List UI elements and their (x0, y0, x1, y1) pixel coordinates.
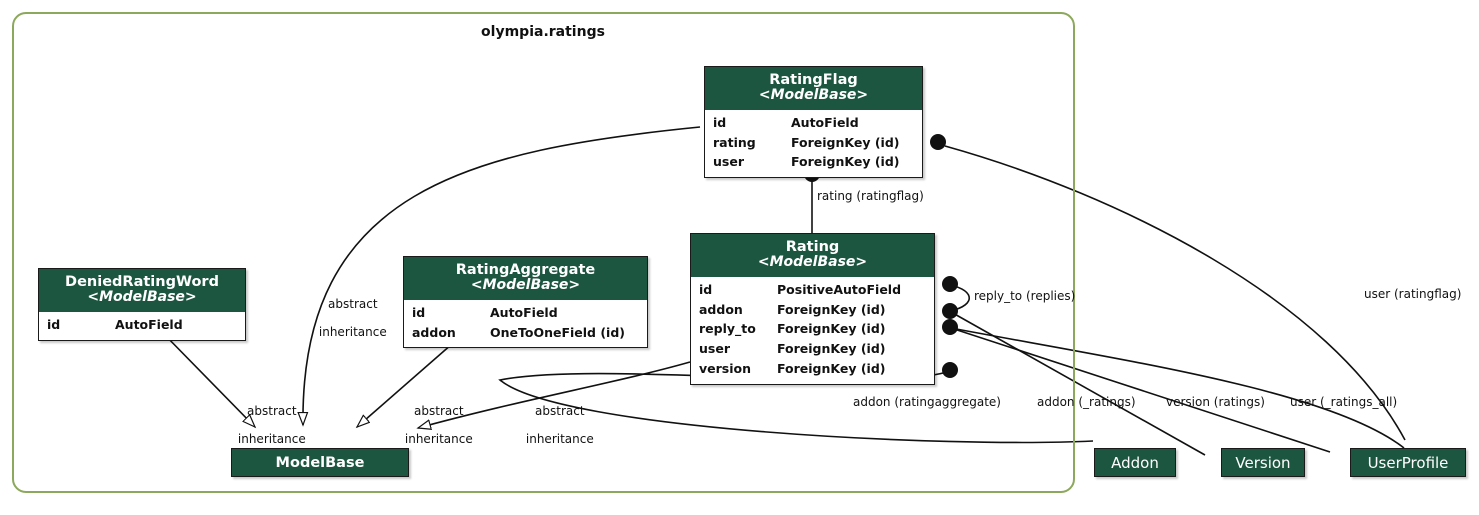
class-ratingflag-header: RatingFlag <ModelBase> (705, 67, 922, 110)
attribute-type: PositiveAutoField (777, 281, 902, 297)
class-modelbase[interactable]: ModelBase (231, 448, 409, 477)
attribute-row: addon ForeignKey (id) (691, 300, 934, 320)
class-ratingflag-name: RatingFlag (769, 72, 858, 88)
edge-inherit-rating (418, 361, 691, 428)
edge-label-user-ratings-all: user (_ratings_all) (1290, 395, 1398, 409)
class-deniedratingword-stereotype: <ModelBase> (87, 289, 197, 306)
class-rating-header: Rating <ModelBase> (691, 234, 934, 277)
inheritance-label-ratingaggregate: abstract inheritance (389, 391, 481, 447)
class-deniedratingword-attributes: id AutoField (39, 311, 245, 340)
attribute-type: ForeignKey (id) (791, 134, 900, 150)
attribute-type: AutoField (791, 114, 859, 130)
edge-version-ratings (950, 327, 1331, 453)
inheritance-label-line1: abstract (535, 403, 585, 418)
attribute-row: addon OneToOneField (id) (404, 323, 647, 343)
attribute-row: reply_to ForeignKey (id) (691, 319, 934, 339)
inheritance-label-line2: inheritance (318, 324, 387, 339)
inheritance-label-line1: abstract (328, 296, 378, 311)
class-ratingaggregate[interactable]: RatingAggregate <ModelBase> id AutoField… (403, 256, 648, 349)
edge-inherit-ratingaggregate (357, 336, 461, 427)
attribute-type: ForeignKey (id) (777, 360, 886, 376)
attribute-name: id (412, 304, 426, 320)
attribute-row: id AutoField (705, 113, 922, 133)
edge-user-ratingflag (944, 145, 1406, 441)
inheritance-label-line2: inheritance (525, 431, 594, 446)
edge-label-user-ratingflag: user (ratingflag) (1364, 287, 1462, 301)
attribute-name: addon (412, 324, 456, 340)
class-rating-stereotype: <ModelBase> (757, 254, 868, 271)
attribute-row: id AutoField (39, 315, 245, 335)
package-frame (12, 12, 1075, 493)
attribute-name: user (713, 154, 744, 170)
attribute-row: id PositiveAutoField (691, 280, 934, 300)
class-ratingaggregate-name: RatingAggregate (455, 262, 596, 278)
attribute-type: ForeignKey (id) (777, 321, 886, 337)
edge-label-reply-to-replies: reply_to (replies) (974, 289, 1076, 303)
attribute-name: user (699, 341, 730, 357)
attribute-type: ForeignKey (id) (777, 341, 886, 357)
inheritance-label-ratingflag: abstract inheritance (303, 284, 395, 340)
edge-label-addon-ratings: addon (_ratings) (1037, 395, 1136, 409)
inheritance-label-line2: inheritance (237, 431, 306, 446)
attribute-type: ForeignKey (id) (777, 301, 886, 317)
class-ratingaggregate-stereotype: <ModelBase> (470, 277, 581, 294)
edge-label-version-ratings: version (ratings) (1166, 395, 1265, 409)
class-ratingflag-attributes: id AutoField rating ForeignKey (id) user… (705, 109, 922, 178)
class-ratingaggregate-header: RatingAggregate <ModelBase> (404, 257, 647, 300)
inheritance-label-line1: abstract (247, 403, 297, 418)
inheritance-label-line2: inheritance (404, 431, 473, 446)
class-deniedratingword-header: DeniedRatingWord <ModelBase> (39, 269, 245, 312)
attribute-type: OneToOneField (id) (490, 324, 626, 340)
attribute-name: id (699, 281, 713, 297)
attribute-row: rating ForeignKey (id) (705, 133, 922, 153)
class-addon[interactable]: Addon (1094, 448, 1176, 477)
edge-user-ratings-all (950, 327, 1405, 449)
class-rating[interactable]: Rating <ModelBase> id PositiveAutoField … (690, 233, 935, 385)
class-rating-name: Rating (785, 239, 840, 255)
attribute-name: id (47, 316, 61, 332)
attribute-name: reply_to (699, 321, 756, 337)
class-version[interactable]: Version (1221, 448, 1305, 477)
class-rating-attributes: id PositiveAutoField addon ForeignKey (i… (691, 276, 934, 384)
attribute-name: rating (713, 134, 756, 150)
attribute-row: user ForeignKey (id) (691, 339, 934, 359)
edge-label-rating-ratingflag: rating (ratingflag) (817, 189, 924, 203)
inheritance-label-line1: abstract (414, 403, 464, 418)
inheritance-label-deniedratingword: abstract inheritance (222, 391, 314, 447)
attribute-row: version ForeignKey (id) (691, 359, 934, 379)
class-deniedratingword[interactable]: DeniedRatingWord <ModelBase> id AutoFiel… (38, 268, 246, 341)
edge-label-addon-ratingaggregate: addon (ratingaggregate) (853, 395, 1001, 409)
attribute-name: version (699, 360, 752, 376)
edge-inherit-ratingflag (303, 126, 701, 425)
class-ratingaggregate-attributes: id AutoField addon OneToOneField (id) (404, 299, 647, 348)
attribute-type: AutoField (115, 316, 183, 332)
attribute-type: AutoField (490, 304, 558, 320)
inheritance-label-rating: abstract inheritance (510, 391, 602, 447)
attribute-type: ForeignKey (id) (791, 154, 900, 170)
attribute-row: user ForeignKey (id) (705, 152, 922, 172)
class-deniedratingword-name: DeniedRatingWord (65, 274, 219, 290)
edge-inherit-deniedratingword (159, 329, 255, 427)
class-ratingflag-stereotype: <ModelBase> (758, 87, 869, 104)
package-title: olympia.ratings (481, 24, 605, 40)
attribute-name: id (713, 114, 727, 130)
class-userprofile[interactable]: UserProfile (1350, 448, 1466, 477)
attribute-name: addon (699, 301, 743, 317)
class-ratingflag[interactable]: RatingFlag <ModelBase> id AutoField rati… (704, 66, 923, 179)
attribute-row: id AutoField (404, 303, 647, 323)
